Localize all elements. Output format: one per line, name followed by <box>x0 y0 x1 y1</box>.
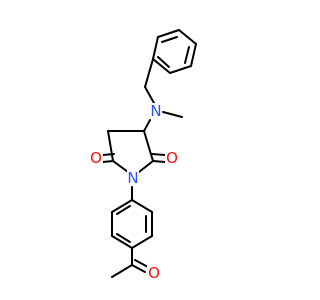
bond <box>111 199 133 213</box>
bond-ring-ch2 <box>144 58 154 88</box>
c5-o-bond-1 <box>152 160 166 163</box>
atom-o-ketone: O <box>147 264 161 282</box>
bond <box>111 235 133 249</box>
acyl-o-bond-1 <box>131 264 146 273</box>
atom-o-left: O <box>89 149 103 167</box>
bond <box>138 160 154 173</box>
double-bond-inner <box>161 36 178 43</box>
bond <box>112 160 129 173</box>
atom-o-right: O <box>165 149 179 167</box>
bond <box>131 235 153 249</box>
c2-o-bond-1 <box>102 160 114 163</box>
atom-label-n: N <box>127 169 138 187</box>
succinimide-ring <box>107 130 154 173</box>
bond <box>157 29 180 38</box>
bond <box>143 130 154 162</box>
double-bond-inner <box>116 205 131 215</box>
bond <box>169 65 192 74</box>
atom-n-imide: N <box>127 169 139 187</box>
bond <box>178 29 197 45</box>
double-bond-inner <box>116 233 131 243</box>
molecule-diagram: N N O O O <box>89 29 197 282</box>
benzyl-phenyl-ring <box>152 29 197 74</box>
bond-ch2-n <box>144 86 155 104</box>
bond <box>107 130 114 162</box>
bond-n-methyl <box>162 111 183 118</box>
atom-label-n: N <box>150 102 161 120</box>
bond-n-c3 <box>143 119 151 132</box>
atom-label-o: O <box>166 149 178 167</box>
bond <box>190 43 197 67</box>
bond-acyl-methyl <box>111 264 133 278</box>
acetylphenyl-ring <box>111 199 153 249</box>
bond <box>152 58 171 74</box>
acyl-o-bond-2 <box>134 259 149 268</box>
atom-label-o: O <box>148 264 160 282</box>
double-bond-inner <box>184 46 190 64</box>
c5-o-bond-2 <box>151 153 166 156</box>
c2-o-bond-2 <box>102 153 115 156</box>
bond <box>152 36 159 60</box>
atom-label-o: O <box>90 149 102 167</box>
double-bond-inner <box>157 56 170 68</box>
structure-svg: N N O O O <box>89 29 197 282</box>
bond <box>131 199 153 213</box>
atom-n-amine: N <box>150 102 162 120</box>
